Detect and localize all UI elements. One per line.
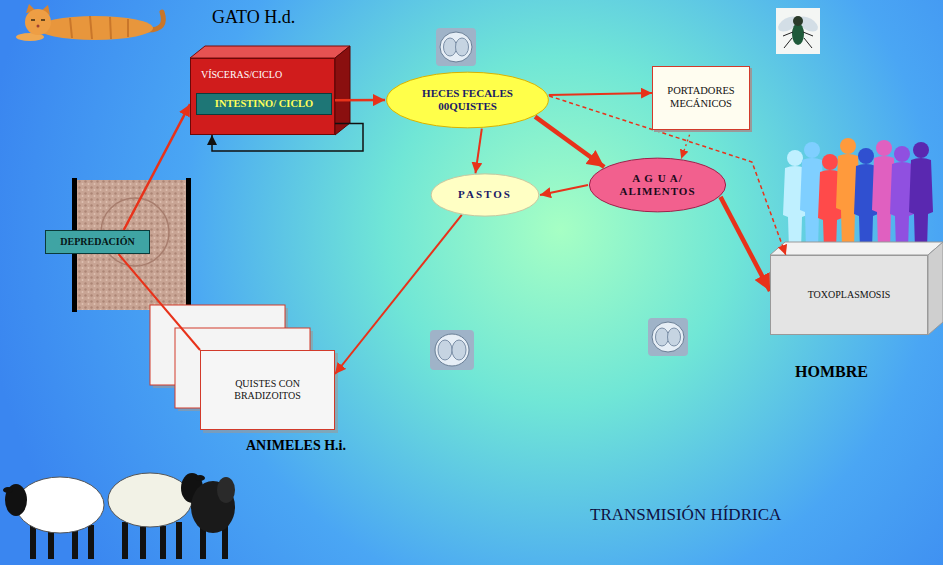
sheep-illustration	[72, 528, 78, 559]
sheep-illustration	[3, 487, 13, 493]
people-figures	[783, 138, 933, 250]
carrier-box: PORTADORES MECÁNICOS	[652, 66, 750, 130]
disease-box: TOXOPLASMOSIS	[770, 255, 928, 335]
oocyst-photo	[648, 318, 688, 356]
flow-arrow	[335, 99, 385, 102]
oocyst-photo	[430, 330, 474, 370]
oocyst-photo	[648, 318, 688, 356]
pasture-ellipse: PASTOS	[430, 173, 540, 217]
node-text: INTESTINO/ CICLO	[215, 98, 313, 111]
people-figures	[787, 150, 803, 166]
node-text: VÍSCERAS/CICLO	[201, 69, 282, 81]
node-text: HECES FECALES 00QUISTES	[413, 87, 523, 113]
tissue-cyst-box: QUISTES CON BRADIZOITOS	[200, 350, 335, 430]
oocyst-photo	[438, 340, 452, 360]
flow-arrow	[720, 197, 770, 291]
dotted-arrow	[681, 130, 691, 159]
disease-box-3d	[770, 242, 943, 335]
oocyst-photo	[656, 328, 669, 346]
flow-arrow	[540, 185, 588, 195]
predation-line	[119, 254, 201, 350]
oocyst-photo	[435, 334, 469, 366]
sheep-illustration	[88, 525, 94, 559]
sheep-illustration	[217, 477, 235, 503]
node-text: TOXOPLASMOSIS	[808, 289, 891, 301]
disease-box-3d	[770, 242, 943, 255]
people-figures	[909, 142, 933, 250]
micrograph	[186, 178, 191, 312]
oocyst-photo	[668, 328, 681, 346]
cat-illustration	[70, 16, 128, 39]
oocyst-photo	[440, 32, 472, 62]
fly-illustration	[776, 8, 820, 54]
footer-note: TRANSMISIÓN HÍDRICA	[590, 505, 781, 525]
sheep-illustration	[3, 473, 235, 559]
oocyst-photo	[430, 330, 474, 370]
sheep-illustration	[160, 526, 166, 559]
sheep-illustration	[16, 477, 104, 533]
oocyst-photo	[652, 322, 684, 352]
organ-box-3d	[335, 46, 350, 135]
people-figures	[909, 158, 933, 250]
sheep-illustration	[222, 526, 228, 559]
organ-box-3d	[190, 46, 350, 135]
people-figures	[858, 148, 874, 164]
people-figures	[913, 142, 929, 158]
oocyst-photo	[456, 38, 469, 56]
sheep-illustration	[195, 475, 205, 481]
host-label: GATO H.d.	[212, 7, 295, 29]
sheep-illustration	[176, 522, 182, 559]
predation-band: DEPREDACIÓN	[45, 230, 150, 254]
fly-illustration	[783, 32, 813, 48]
flow-arrow	[535, 117, 604, 167]
feces-ellipse: HECES FECALES 00QUISTES	[385, 71, 550, 129]
oocyst-photo	[436, 28, 476, 66]
ellipse-outline	[387, 72, 549, 128]
disease-box-3d	[928, 242, 943, 335]
cat-illustration	[37, 25, 40, 28]
flow-arrow	[475, 129, 481, 174]
cycle-band: INTESTINO/ CICLO	[196, 93, 332, 115]
oocyst-photo	[436, 28, 476, 66]
cat-illustration	[37, 16, 153, 40]
cat-illustration	[31, 19, 45, 21]
sheep-illustration	[30, 525, 36, 559]
water-food-ellipse: A G U A/ ALIMENTOS	[588, 157, 727, 213]
flow-arrow	[124, 104, 190, 230]
sheep-illustration	[108, 473, 192, 527]
sheep-illustration	[140, 526, 146, 559]
node-text: QUISTES CON BRADIZOITOS	[220, 378, 316, 402]
node-text: DEPREDACIÓN	[60, 236, 134, 248]
fly-illustration	[775, 8, 820, 54]
node-text: A G U A/ ALIMENTOS	[612, 172, 704, 198]
cat-illustration	[16, 4, 163, 41]
ellipse-outline	[589, 158, 725, 212]
people-figures	[840, 138, 856, 154]
flow-arrow	[335, 215, 462, 374]
sheep-illustration	[122, 522, 128, 559]
oocyst-photo	[444, 38, 457, 56]
host-label: HOMBRE	[795, 362, 868, 381]
node-text: PASTOS	[458, 188, 512, 201]
host-label: ANIMELES H.i.	[246, 438, 346, 455]
people-figures	[822, 154, 838, 170]
flow-arrow	[549, 93, 652, 95]
fly-illustration	[792, 23, 804, 45]
people-figures	[804, 142, 820, 158]
fly-illustration	[793, 16, 803, 26]
oocyst-photo	[452, 340, 466, 360]
cat-illustration	[25, 9, 51, 35]
people-figures	[876, 140, 892, 156]
organ-box-3d	[190, 46, 350, 58]
people-figures	[894, 146, 910, 162]
organ-box: INTESTINO/ CICLO VÍSCERAS/CICLO	[190, 58, 335, 135]
node-text: PORTADORES MECÁNICOS	[659, 85, 743, 110]
ellipse-outline	[431, 174, 539, 216]
